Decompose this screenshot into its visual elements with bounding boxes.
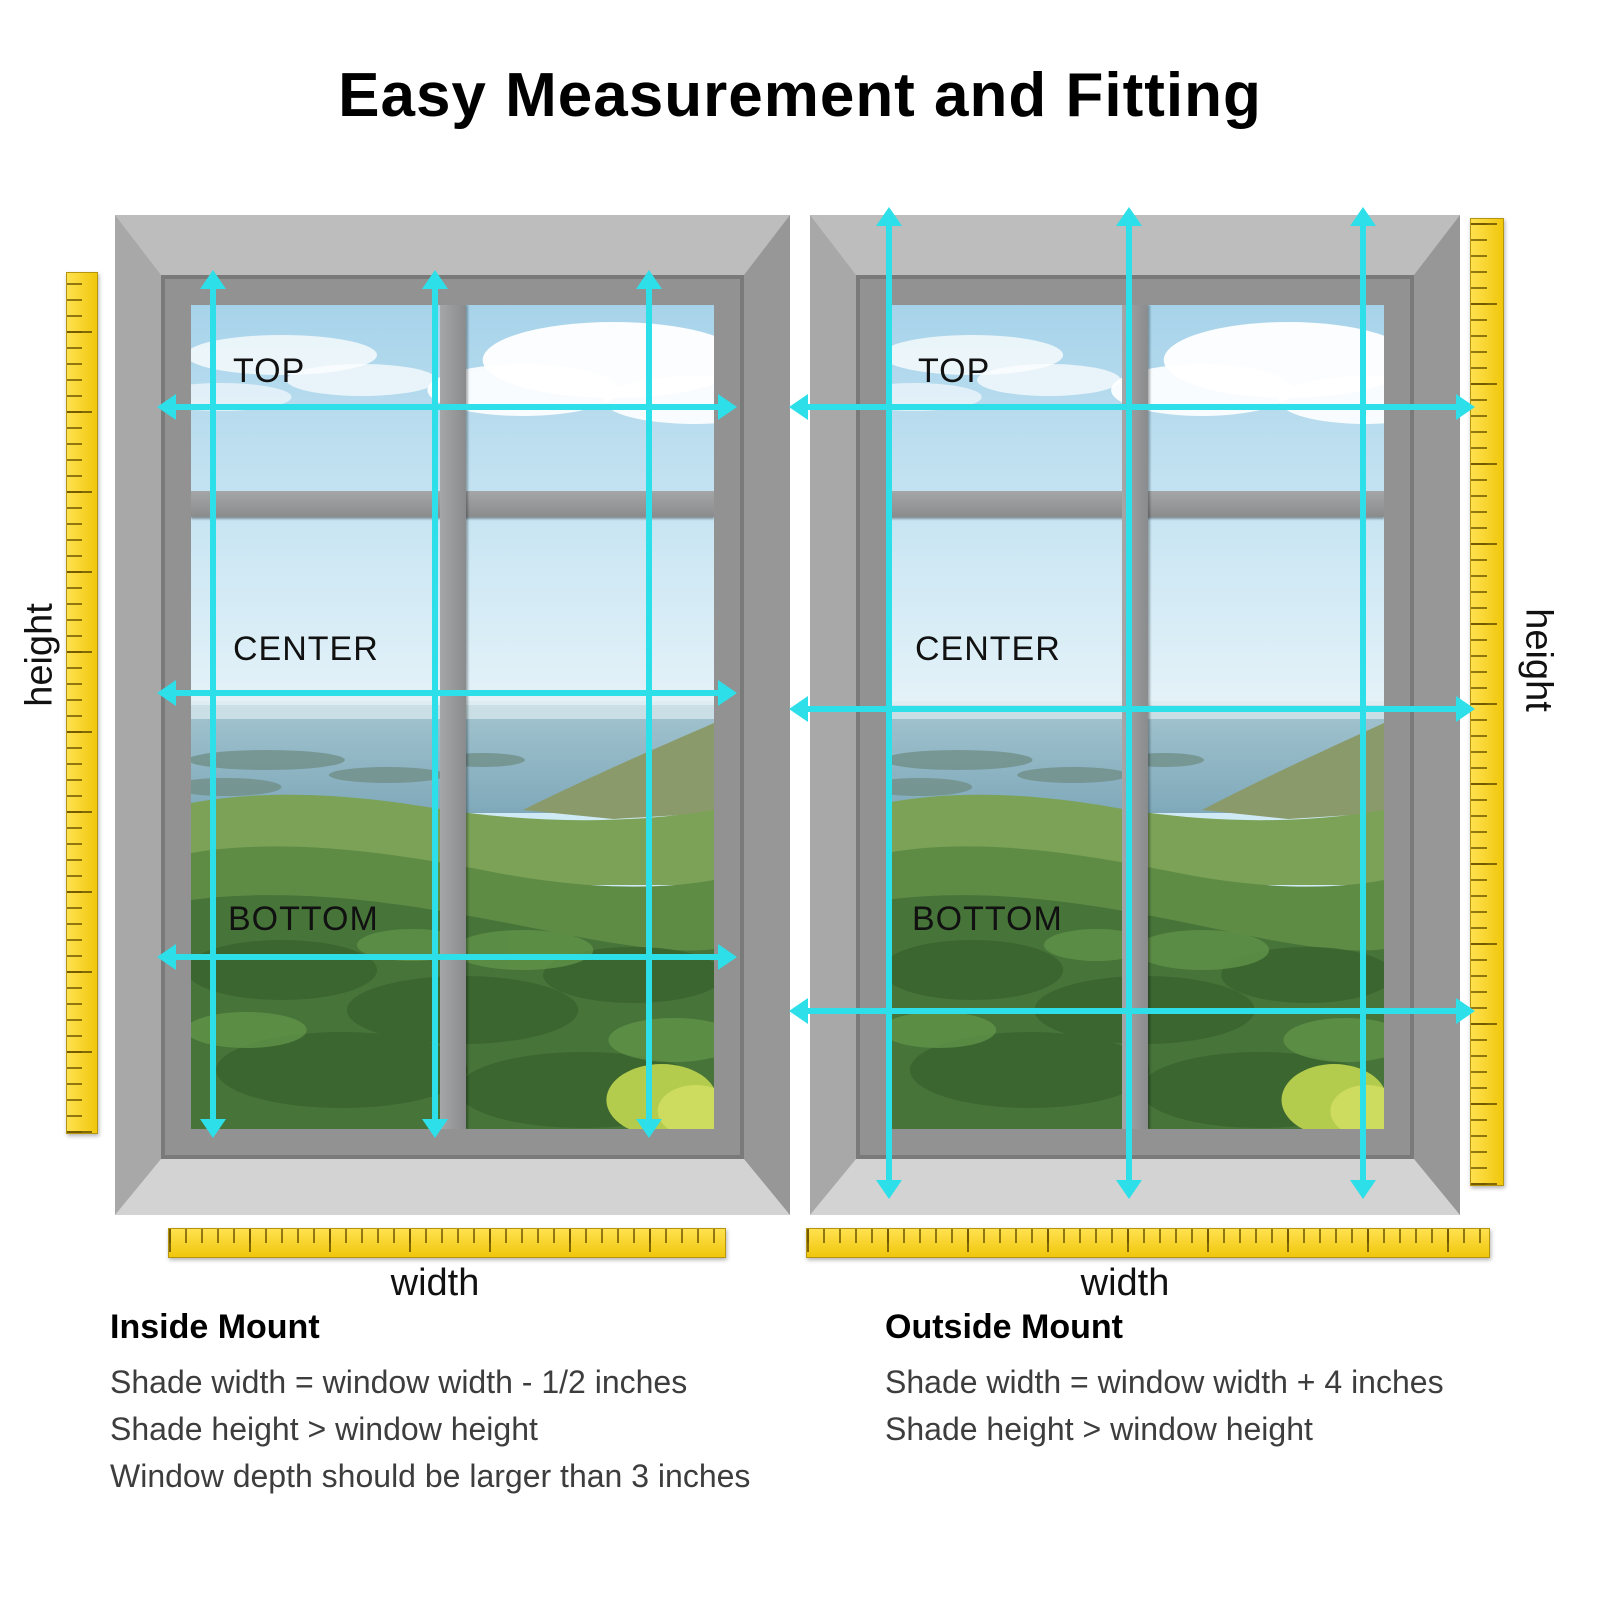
notes-line: Shade height > window height (885, 1411, 1313, 1447)
height-ruler (66, 272, 98, 1134)
inside-mount-notes: Inside Mount Shade width = window width … (110, 1308, 850, 1500)
center-label: CENTER (915, 630, 1061, 668)
height-label: height (18, 603, 61, 707)
inside-mount-window (115, 215, 790, 1215)
left-height-arrow (200, 270, 226, 1138)
window-glass (191, 305, 714, 1129)
width-ruler (806, 1228, 1490, 1258)
width-ruler (168, 1228, 726, 1258)
middle-height-arrow (422, 270, 448, 1138)
notes-line: Shade width = window width - 1/2 inches (110, 1364, 688, 1400)
top-width-arrow (789, 394, 1475, 420)
page-title: Easy Measurement and Fitting (338, 61, 1262, 130)
right-height-arrow (1350, 207, 1376, 1199)
top-width-arrow (157, 394, 737, 420)
bottom-label: BOTTOM (228, 900, 379, 938)
middle-height-arrow (1116, 207, 1142, 1199)
notes-heading: Outside Mount (885, 1308, 1123, 1346)
height-ruler (1470, 218, 1504, 1186)
bottom-width-arrow (157, 944, 737, 970)
left-height-arrow (876, 207, 902, 1199)
right-height-arrow (636, 270, 662, 1138)
center-width-arrow (157, 680, 737, 706)
center-label: CENTER (233, 630, 379, 668)
notes-heading: Inside Mount (110, 1308, 320, 1346)
height-label: height (1517, 608, 1560, 712)
top-label: TOP (918, 352, 991, 390)
width-label: width (1080, 1262, 1170, 1304)
mullion-vertical (439, 305, 466, 1129)
notes-line: Shade width = window width + 4 inches (885, 1364, 1444, 1400)
notes-line: Window depth should be larger than 3 inc… (110, 1458, 751, 1494)
bottom-label: BOTTOM (912, 900, 1063, 938)
bottom-width-arrow (789, 998, 1475, 1024)
outside-mount-notes: Outside Mount Shade width = window width… (885, 1308, 1600, 1453)
notes-line: Shade height > window height (110, 1411, 538, 1447)
width-label: width (390, 1262, 480, 1304)
window-glass (886, 305, 1384, 1129)
top-label: TOP (233, 352, 306, 390)
center-width-arrow (789, 696, 1475, 722)
